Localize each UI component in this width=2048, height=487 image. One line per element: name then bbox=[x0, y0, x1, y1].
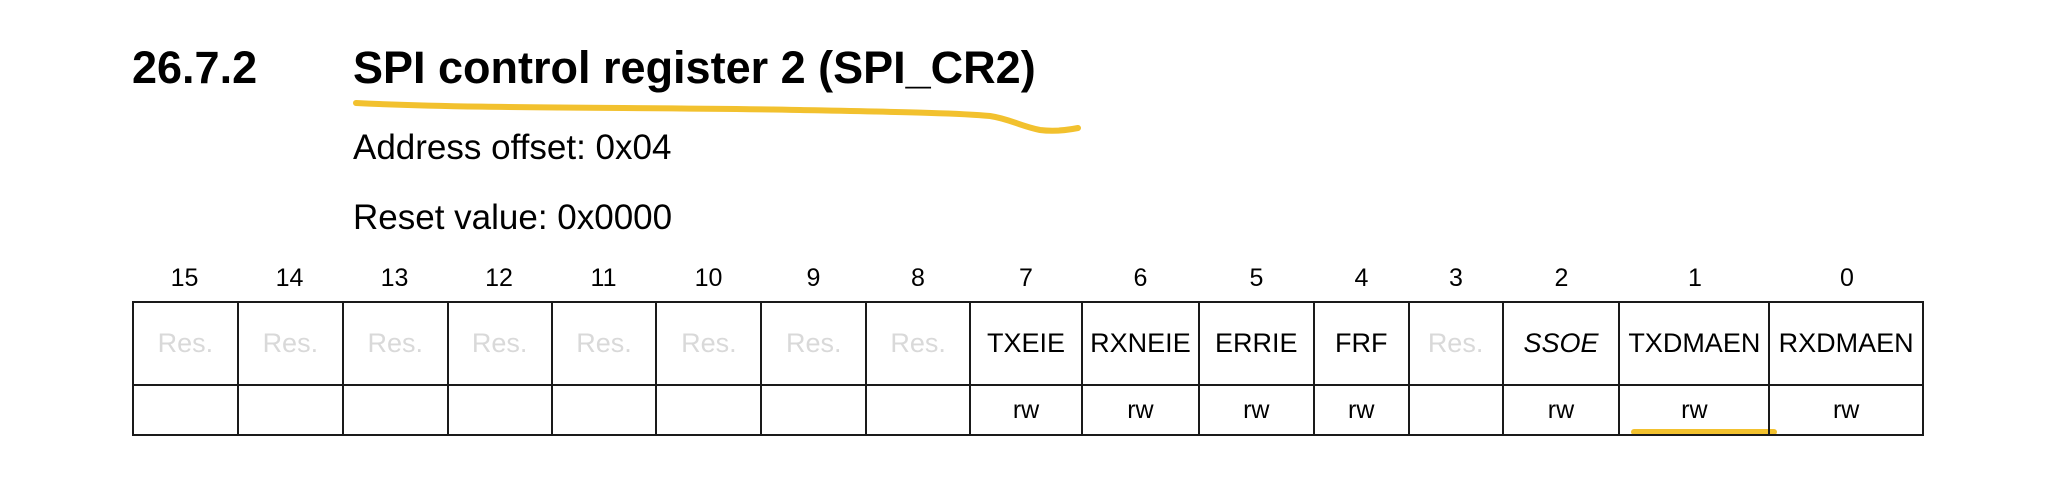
field-rxneie: RXNEIE bbox=[1083, 303, 1200, 386]
section-title: SPI control register 2 (SPI_CR2) bbox=[353, 42, 1036, 93]
bit-number: 2 bbox=[1554, 263, 1569, 292]
field-txeie: TXEIE bbox=[971, 303, 1083, 386]
access-cell: rw bbox=[1770, 386, 1925, 436]
field-reserved: Res. bbox=[134, 303, 239, 386]
field-reserved: Res. bbox=[1409, 303, 1504, 386]
access-cell: rw bbox=[1083, 386, 1200, 436]
access-cell bbox=[1409, 386, 1504, 436]
bit-number: 11 bbox=[590, 263, 617, 292]
field-rxdmaen: RXDMAEN bbox=[1770, 303, 1925, 386]
field-reserved: Res. bbox=[867, 303, 972, 386]
access-cell bbox=[762, 386, 868, 436]
field-name-row: Res. Res. Res. Res. Res. Res. Res. Res. … bbox=[134, 303, 1925, 386]
access-cell: rw bbox=[1199, 386, 1315, 436]
bit-number: 12 bbox=[485, 263, 513, 292]
access-cell bbox=[448, 386, 553, 436]
field-frf: FRF bbox=[1314, 303, 1410, 386]
reset-value: Reset value: 0x0000 bbox=[353, 198, 673, 237]
bit-number: 10 bbox=[694, 263, 723, 292]
bit-number: 0 bbox=[1840, 263, 1854, 292]
bit-number: 1 bbox=[1688, 263, 1702, 292]
register-table: Res. Res. Res. Res. Res. Res. Res. Res. … bbox=[132, 301, 1925, 436]
access-cell: rw bbox=[1620, 386, 1771, 436]
field-txdmaen: TXDMAEN bbox=[1620, 303, 1771, 386]
access-cell: rw bbox=[971, 386, 1083, 436]
field-reserved: Res. bbox=[552, 303, 658, 386]
bit-number: 8 bbox=[911, 263, 925, 292]
field-reserved: Res. bbox=[448, 303, 553, 386]
field-reserved: Res. bbox=[762, 303, 868, 386]
bit-number-row: 15 14 13 12 11 10 9 8 7 6 5 4 3 2 1 0 bbox=[132, 255, 1924, 301]
access-cell: rw bbox=[1503, 386, 1621, 436]
field-reserved: Res. bbox=[657, 303, 763, 386]
field-ssoe: SSOE bbox=[1503, 303, 1621, 386]
access-cell bbox=[657, 386, 763, 436]
register-bit-map: 15 14 13 12 11 10 9 8 7 6 5 4 3 2 1 0 Re… bbox=[132, 255, 1925, 436]
section-number: 26.7.2 bbox=[132, 42, 258, 93]
access-cell bbox=[134, 386, 239, 436]
access-cell bbox=[867, 386, 972, 436]
address-offset: Address offset: 0x04 bbox=[353, 128, 672, 167]
access-cell: rw bbox=[1314, 386, 1410, 436]
bit-number: 4 bbox=[1354, 263, 1369, 292]
bit-number: 3 bbox=[1449, 263, 1463, 292]
field-errie: ERRIE bbox=[1199, 303, 1315, 386]
access-cell bbox=[343, 386, 449, 436]
field-reserved: Res. bbox=[343, 303, 449, 386]
bit-number: 6 bbox=[1133, 263, 1148, 292]
bit-number: 15 bbox=[170, 263, 199, 292]
bit-number: 13 bbox=[380, 263, 409, 292]
bit-number: 5 bbox=[1249, 263, 1264, 292]
access-cell bbox=[238, 386, 344, 436]
access-row: rw rw rw rw rw rw rw bbox=[134, 386, 1925, 436]
bit-number: 9 bbox=[806, 263, 821, 292]
field-reserved: Res. bbox=[238, 303, 344, 386]
access-cell bbox=[552, 386, 658, 436]
bit-number: 7 bbox=[1019, 263, 1033, 292]
bit-number: 14 bbox=[275, 263, 304, 292]
